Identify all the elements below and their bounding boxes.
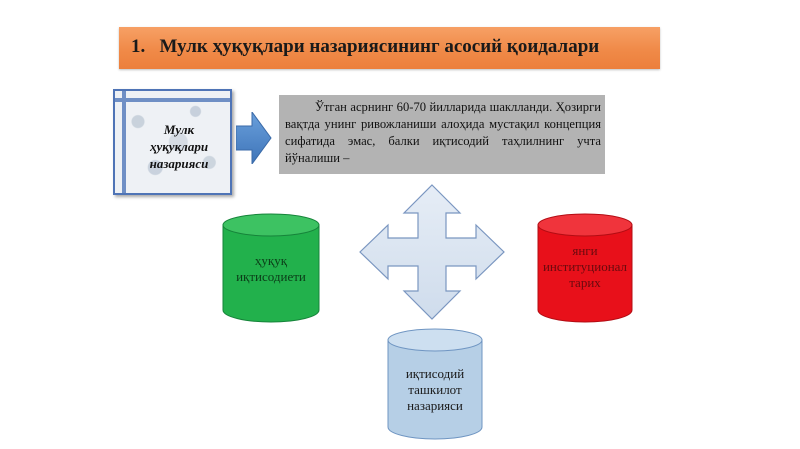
title-number: 1.: [131, 36, 146, 57]
blue-cylinder-label: иқтисодий ташкилот назарияси: [387, 366, 483, 414]
blue-label-line-1: иқтисодий: [405, 366, 465, 381]
slide-title: 1. Мулк ҳуқуқлари назариясининг асосий қ…: [131, 36, 599, 58]
description-text: Ўтган асрнинг 60-70 йилларида шаклланди.…: [285, 100, 601, 165]
concept-box: Мулк ҳуқуқлари назарияси: [113, 89, 232, 195]
blue-cylinder-shape: [387, 328, 483, 440]
right-arrow-icon: [236, 112, 272, 164]
description-box: Ўтган асрнинг 60-70 йилларида шаклланди.…: [279, 95, 605, 174]
red-label-line-2: институционал: [542, 259, 628, 274]
concept-line-2: ҳуқуқлари: [149, 139, 209, 154]
red-cylinder: янги институционал тарих: [537, 213, 633, 323]
concept-line-3: назарияси: [149, 156, 209, 171]
blue-label-line-2: ташкилот: [408, 382, 462, 397]
blue-cylinder: иқтисодий ташкилот назарияси: [387, 328, 483, 440]
red-cylinder-label: янги институционал тарих: [537, 243, 633, 291]
title-text: Мулк ҳуқуқлари назариясининг асосий қоид…: [159, 36, 600, 57]
green-cylinder-shape: [222, 213, 320, 323]
red-label-line-3: тарих: [569, 275, 601, 290]
four-way-arrow-icon: [359, 184, 505, 320]
green-cylinder-label: ҳуқуқ иқтисодиети: [222, 253, 320, 285]
red-label-line-1: янги: [572, 243, 598, 258]
concept-frame-vertical: [122, 91, 126, 193]
concept-line-1: Мулк: [163, 122, 195, 137]
concept-frame-horizontal: [115, 98, 230, 102]
green-label-line-2: иқтисодиети: [236, 269, 306, 284]
title-bar: 1. Мулк ҳуқуқлари назариясининг асосий қ…: [119, 27, 660, 69]
concept-label: Мулк ҳуқуқлари назарияси: [131, 121, 227, 172]
green-label-line-1: ҳуқуқ: [254, 253, 288, 268]
red-cylinder-shape: [537, 213, 633, 323]
green-cylinder: ҳуқуқ иқтисодиети: [222, 213, 320, 323]
blue-label-line-3: назарияси: [407, 398, 463, 413]
